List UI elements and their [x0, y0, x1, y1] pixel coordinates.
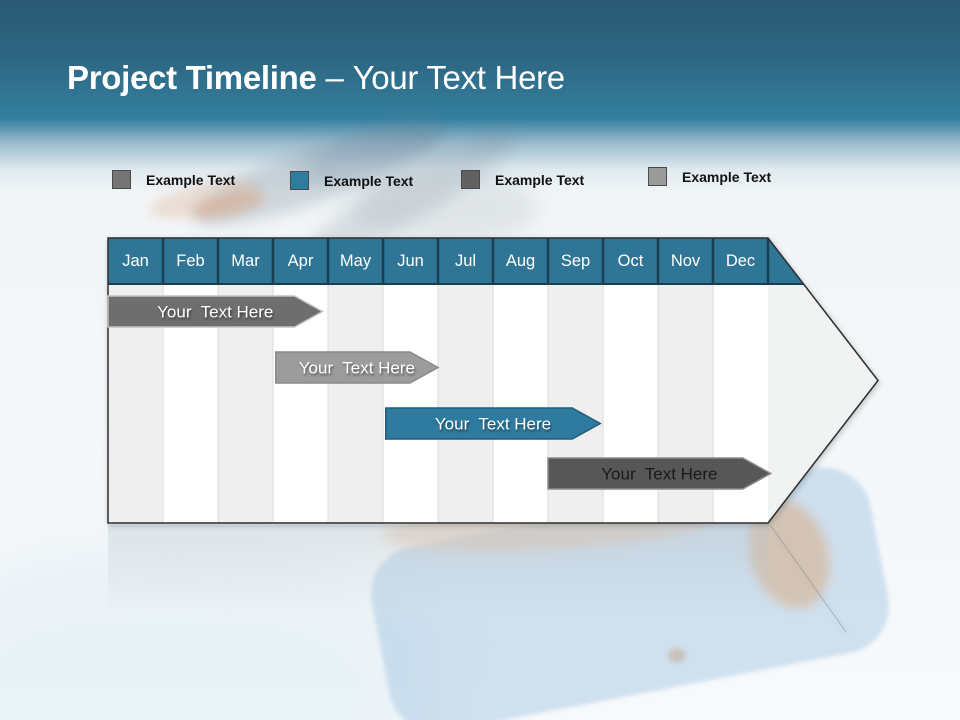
month-label-dec: Dec: [726, 252, 755, 270]
legend-label: Example Text: [495, 171, 585, 188]
legend-item-2[interactable]: Example Text: [290, 171, 413, 190]
month-label-jun: Jun: [397, 252, 424, 270]
title-text-bold: Project Timeline: [67, 59, 317, 96]
task-bar-4[interactable]: [547, 457, 773, 490]
legend-swatch: [648, 167, 667, 186]
legend-item-1[interactable]: Example Text: [112, 170, 235, 189]
month-label-aug: Aug: [506, 252, 535, 270]
month-label-feb: Feb: [176, 252, 204, 270]
month-label-mar: Mar: [231, 252, 260, 270]
task-bar-3[interactable]: [385, 407, 602, 440]
task-label-2: Your Text Here: [299, 359, 415, 378]
shadow-edge-line: [770, 525, 847, 633]
legend-item-4[interactable]: Example Text: [648, 167, 771, 186]
slide-title[interactable]: Project Timeline–Your Text Here: [67, 60, 565, 96]
arrowhead: [768, 238, 878, 523]
column-stripe: [328, 283, 383, 523]
task-label-3: Your Text Here: [435, 415, 551, 434]
legend-item-3[interactable]: Example Text: [461, 170, 584, 189]
legend-swatch: [112, 170, 131, 189]
month-label-may: May: [340, 252, 372, 270]
title-text-secondary: Your Text Here: [352, 59, 566, 96]
month-label-apr: Apr: [288, 252, 314, 270]
month-label-jul: Jul: [455, 252, 476, 270]
legend-label: Example Text: [682, 168, 772, 185]
timeline-outline: [107, 237, 879, 524]
legend-label: Example Text: [146, 171, 236, 188]
task-bar-1[interactable]: [107, 295, 325, 328]
legend-swatch: [290, 171, 309, 190]
task-bar-2[interactable]: [275, 351, 440, 384]
month-label-sep: Sep: [561, 252, 590, 270]
title-separator: –: [325, 59, 344, 96]
legend-swatch: [461, 170, 480, 189]
month-label-nov: Nov: [671, 252, 701, 270]
month-label-oct: Oct: [618, 252, 644, 270]
task-label-4: Your Text Here: [601, 465, 717, 484]
month-header-band: [108, 238, 812, 283]
month-label-jan: Jan: [122, 252, 149, 270]
legend-label: Example Text: [324, 172, 414, 189]
task-label-1: Your Text Here: [157, 303, 273, 322]
column-stripe: [438, 283, 493, 523]
